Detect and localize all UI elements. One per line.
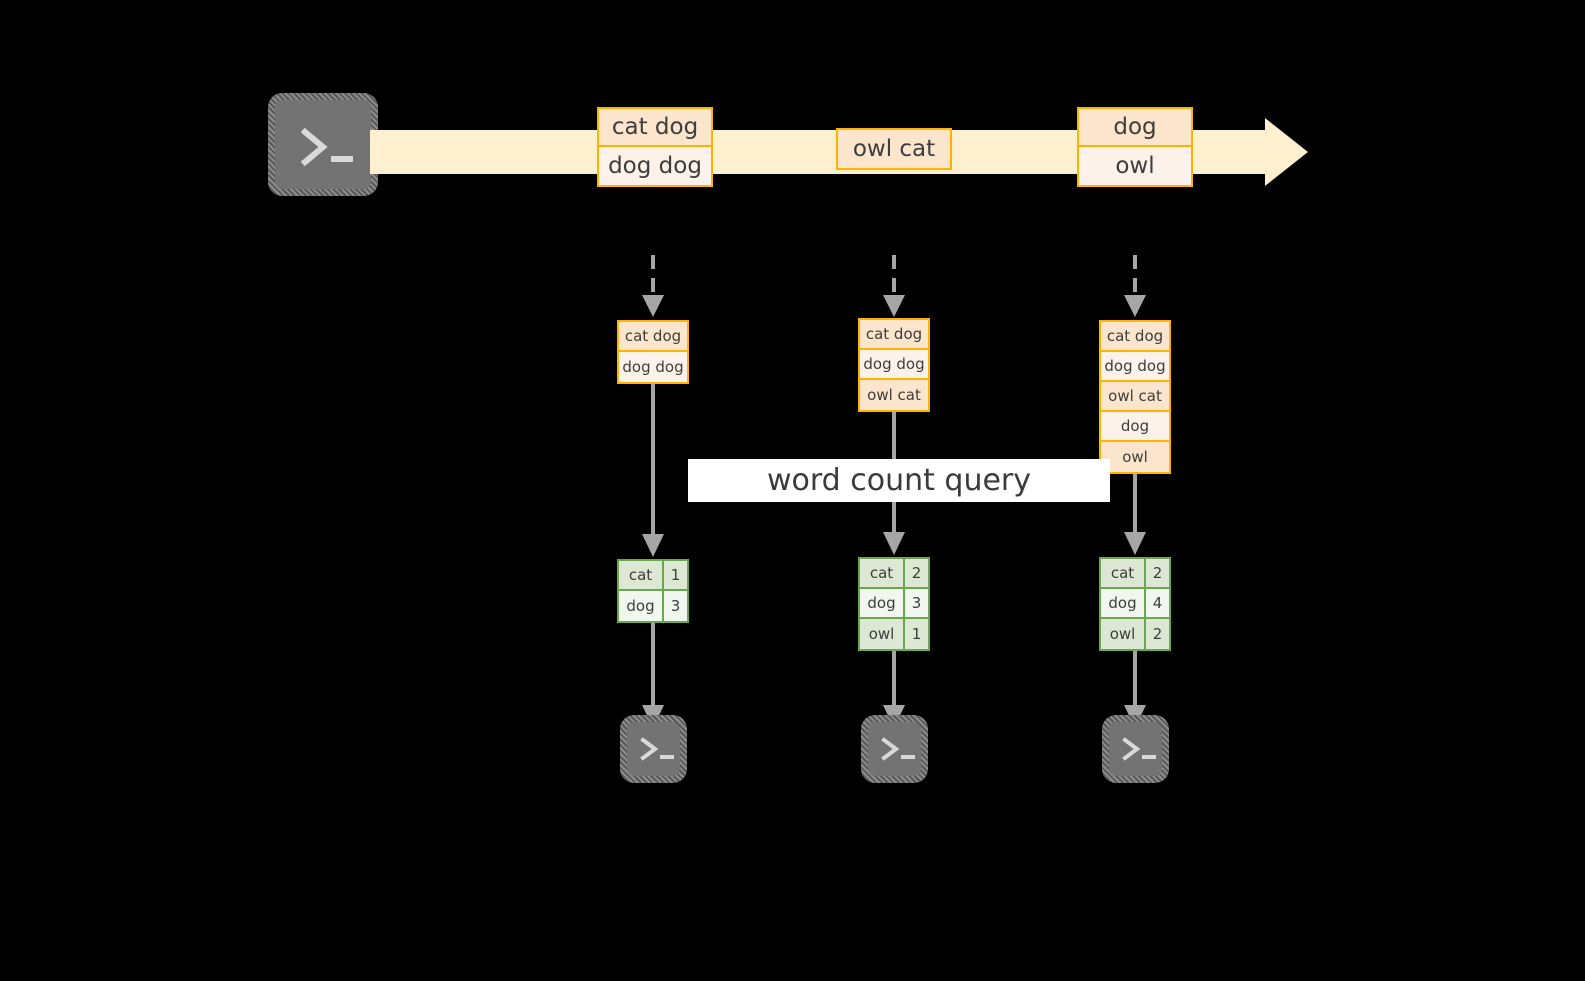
log-row: owl cat bbox=[860, 380, 928, 410]
result-word: cat bbox=[860, 559, 905, 587]
result-row: cat 1 bbox=[619, 561, 687, 591]
stream-batch-line: cat dog bbox=[599, 109, 711, 147]
log-row: owl bbox=[1101, 442, 1169, 472]
terminal-screen bbox=[1109, 722, 1162, 776]
result-word: owl bbox=[1101, 619, 1146, 649]
log-row: cat dog bbox=[619, 322, 687, 352]
connector-result-to-sink-1 bbox=[642, 623, 664, 728]
result-row: dog 3 bbox=[860, 589, 928, 619]
stream-batch-2: owl cat bbox=[836, 128, 952, 170]
result-row: owl 2 bbox=[1101, 619, 1169, 649]
result-word: dog bbox=[619, 591, 664, 621]
stream-batch-line: owl cat bbox=[838, 130, 950, 168]
result-word: dog bbox=[1101, 589, 1146, 617]
stream-batch-1: cat dog dog dog bbox=[597, 107, 713, 187]
connector-log-to-result-1 bbox=[642, 384, 664, 557]
log-table-2: cat dog dog dog owl cat bbox=[858, 318, 930, 412]
result-table-1: cat 1 dog 3 bbox=[617, 559, 689, 623]
terminal-prompt-icon bbox=[881, 737, 915, 761]
sink-terminal-icon-2 bbox=[861, 715, 928, 783]
stream-batch-3: dog owl bbox=[1077, 107, 1193, 187]
connector-stream-to-log-1 bbox=[642, 255, 664, 317]
connector-stream-to-log-3 bbox=[1124, 255, 1146, 317]
result-count: 3 bbox=[670, 597, 681, 615]
log-row: cat dog bbox=[860, 320, 928, 350]
log-table-3: cat dog dog dog owl cat dog owl bbox=[1099, 320, 1171, 474]
terminal-screen bbox=[275, 100, 371, 189]
result-word: cat bbox=[619, 561, 664, 589]
sink-terminal-icon-3 bbox=[1102, 715, 1169, 783]
result-table-3: cat 2 dog 4 owl 2 bbox=[1099, 557, 1171, 651]
result-row: dog 4 bbox=[1101, 589, 1169, 619]
connector-log-to-result-3 bbox=[1124, 474, 1146, 555]
connector-stream-to-log-2 bbox=[883, 255, 905, 317]
log-row: owl cat bbox=[1101, 382, 1169, 412]
source-terminal-icon bbox=[268, 93, 378, 196]
result-count: 2 bbox=[1152, 625, 1163, 643]
sink-terminal-icon-1 bbox=[620, 715, 687, 783]
terminal-prompt-icon bbox=[1122, 737, 1156, 761]
connector-result-to-sink-3 bbox=[1124, 651, 1146, 728]
log-row: cat dog bbox=[1101, 322, 1169, 352]
result-row: owl 1 bbox=[860, 619, 928, 649]
result-count: 2 bbox=[911, 564, 922, 582]
stream-batch-line: owl bbox=[1079, 147, 1191, 185]
result-count: 2 bbox=[1152, 564, 1163, 582]
result-row: dog 3 bbox=[619, 591, 687, 621]
terminal-screen bbox=[627, 722, 680, 776]
log-table-1: cat dog dog dog bbox=[617, 320, 689, 384]
result-word: dog bbox=[860, 589, 905, 617]
result-row: cat 2 bbox=[1101, 559, 1169, 589]
log-row: dog bbox=[1101, 412, 1169, 442]
result-count: 1 bbox=[670, 566, 681, 584]
result-count: 1 bbox=[911, 625, 922, 643]
stream-batch-line: dog dog bbox=[599, 147, 711, 185]
terminal-prompt-icon bbox=[300, 127, 353, 167]
result-word: cat bbox=[1101, 559, 1146, 587]
log-row: dog dog bbox=[619, 352, 687, 382]
query-label: word count query bbox=[688, 459, 1110, 502]
terminal-screen bbox=[868, 722, 921, 776]
result-count: 3 bbox=[911, 594, 922, 612]
log-row: dog dog bbox=[1101, 352, 1169, 382]
result-count: 4 bbox=[1152, 594, 1163, 612]
terminal-prompt-icon bbox=[640, 737, 674, 761]
stream-batch-line: dog bbox=[1079, 109, 1191, 147]
result-word: owl bbox=[860, 619, 905, 649]
log-row: dog dog bbox=[860, 350, 928, 380]
result-row: cat 2 bbox=[860, 559, 928, 589]
result-table-2: cat 2 dog 3 owl 1 bbox=[858, 557, 930, 651]
connector-result-to-sink-2 bbox=[883, 651, 905, 728]
